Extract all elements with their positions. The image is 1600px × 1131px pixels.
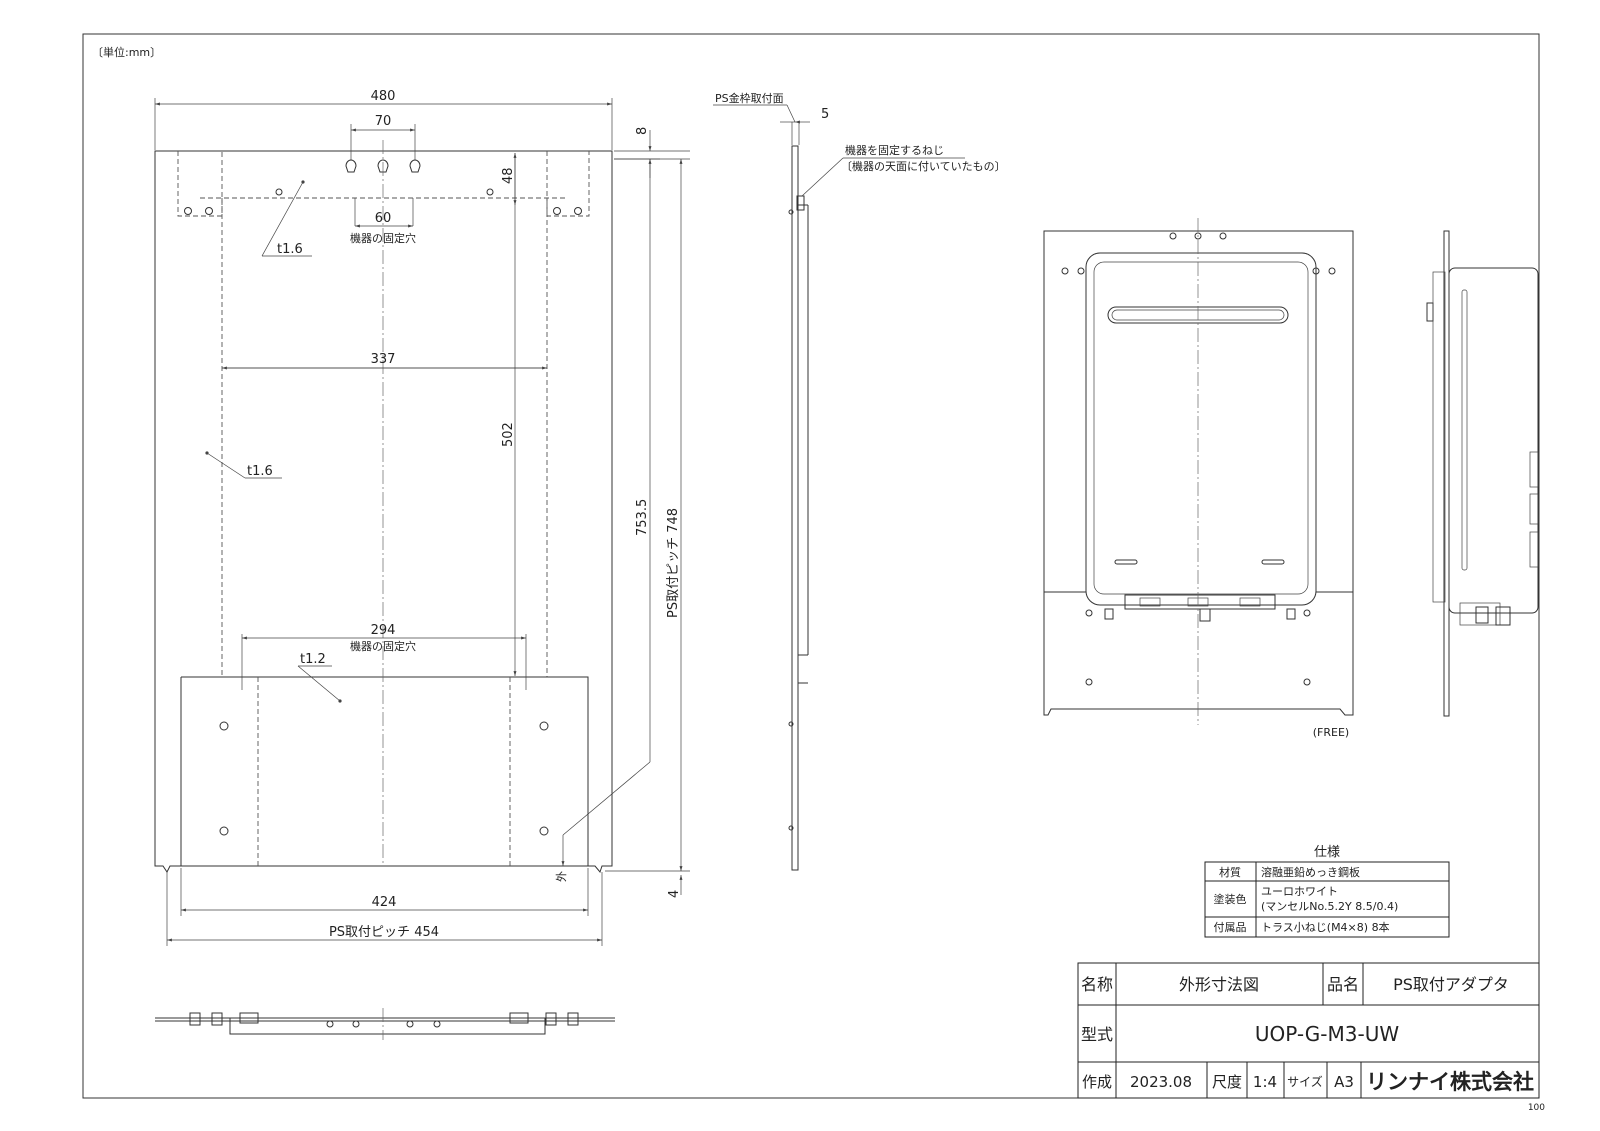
- size-value: A3: [1334, 1073, 1354, 1091]
- plate-outline: [154, 150, 613, 874]
- installed-side-view: [1426, 230, 1539, 717]
- body-dashed: [221, 198, 548, 678]
- side-view: PS金枠取付面 5 機器を固定するねじ 〔機器の天面に付いていたもの〕: [713, 91, 1006, 871]
- bottom-view: [155, 1008, 615, 1040]
- dim-48: 48: [501, 167, 516, 184]
- ps-frame-label: PS金枠取付面: [715, 91, 784, 105]
- hanger-right: [546, 151, 590, 217]
- scale-label: 尺度: [1212, 1073, 1242, 1091]
- unit-note: 〔単位:mm〕: [92, 45, 161, 59]
- dim-337: 337: [371, 352, 396, 367]
- fix-hole-bottom-label: 機器の固定穴: [350, 639, 416, 653]
- side-screw: [796, 195, 805, 211]
- spec-title: 仕様: [1314, 845, 1340, 860]
- dim-70: 70: [375, 114, 392, 129]
- dim-480: 480: [371, 89, 396, 104]
- side-plate: [791, 145, 799, 871]
- company-name: リンナイ株式会社: [1366, 1070, 1534, 1094]
- spec-value-material: 溶融亜鉛めっき鋼板: [1261, 865, 1360, 879]
- heater-side-body: [1448, 267, 1539, 614]
- free-label: (FREE): [1313, 726, 1349, 739]
- spec-value-color-2: (マンセルNo.5.2Y 8.5/0.4): [1261, 900, 1398, 913]
- thickness-mid: t1.6: [247, 464, 273, 479]
- model-value: UOP-G-M3-UW: [1255, 1022, 1400, 1046]
- size-label: サイズ: [1287, 1074, 1323, 1089]
- name-label: 名称: [1081, 975, 1113, 994]
- scale-value: 1:4: [1253, 1073, 1277, 1091]
- thickness-top: t1.6: [277, 242, 303, 257]
- screw-note-1: 機器を固定するねじ: [845, 143, 944, 157]
- mark-out: 外: [555, 871, 568, 882]
- screw-holes: [184, 188, 582, 836]
- front-view: 480 70 60 機器の固定穴 48 t1.6 337 502 t1.6: [154, 89, 690, 946]
- dim-502: 502: [501, 422, 516, 447]
- dim-ps-pitch-748: PS取付ピッチ 748: [666, 508, 681, 618]
- spec-table: 仕様 材質 溶融亜鉛めっき鋼板 塗装色 ユーロホワイト (マンセルNo.5.2Y…: [1204, 845, 1450, 938]
- dim-60: 60: [375, 211, 392, 226]
- hanger-left: [177, 151, 223, 217]
- spec-value-color: ユーロホワイト: [1261, 885, 1338, 898]
- model-label: 型式: [1081, 1025, 1113, 1044]
- product-value: PS取付アダプタ: [1393, 975, 1509, 994]
- name-value: 外形寸法図: [1179, 975, 1259, 994]
- dim-ps-pitch-454: PS取付ピッチ 454: [329, 925, 439, 940]
- dim-4: 4: [667, 890, 682, 898]
- dim-424: 424: [372, 895, 397, 910]
- spec-value-accessory: トラス小ねじ(M4×8) 8本: [1261, 920, 1390, 934]
- sheet-border: [82, 33, 1540, 1099]
- sheet-number: 100: [1528, 1103, 1545, 1113]
- created-label: 作成: [1082, 1073, 1112, 1091]
- spec-label-accessory: 付属品: [1214, 921, 1247, 934]
- dim-753-5: 753.5: [635, 499, 650, 536]
- fix-hole-top-label: 機器の固定穴: [350, 231, 416, 245]
- title-block: 名称 外形寸法図 品名 PS取付アダプタ 型式 UOP-G-M3-UW 作成 2…: [1077, 962, 1540, 1099]
- dim-8: 8: [635, 127, 650, 135]
- created-value: 2023.08: [1130, 1073, 1192, 1091]
- keyhole-slots: [345, 159, 421, 173]
- heater-body: [1085, 252, 1317, 606]
- side-dim-5: 5: [821, 107, 829, 122]
- thickness-lower: t1.2: [300, 652, 326, 667]
- installed-front-view: (FREE): [1043, 218, 1354, 739]
- spec-label-material: 材質: [1219, 865, 1241, 879]
- dim-294: 294: [371, 623, 396, 638]
- screw-note-2: 〔機器の天面に付いていたもの〕: [841, 159, 1006, 173]
- spec-label-color: 塗装色: [1214, 892, 1247, 906]
- product-label: 品名: [1327, 975, 1359, 994]
- lower-panel: [181, 676, 589, 866]
